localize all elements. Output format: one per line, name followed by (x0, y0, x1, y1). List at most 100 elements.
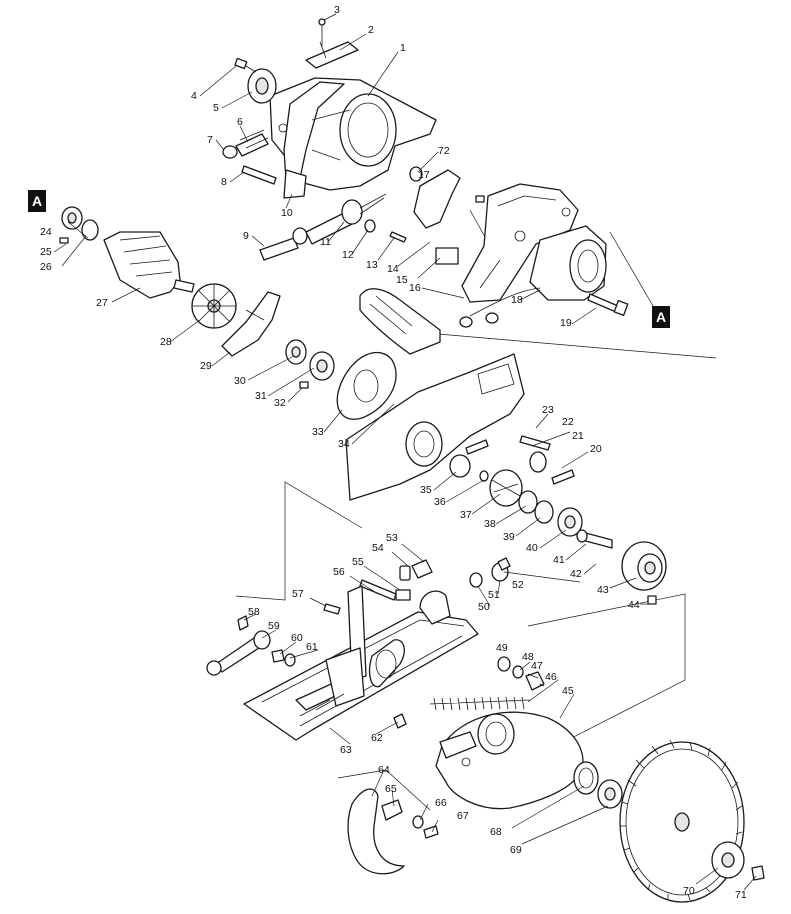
callout-61: 61 (306, 641, 318, 653)
motor-housing (269, 77, 437, 199)
callout-29: 29 (200, 360, 212, 372)
callout-65: 65 (385, 783, 397, 795)
callout-52: 52 (512, 579, 524, 591)
depth-guide-hardware (323, 557, 511, 615)
gear-train (449, 435, 583, 537)
callout-14: 14 (387, 263, 399, 275)
callout-53: 53 (386, 532, 398, 544)
cooling-fan (191, 283, 237, 329)
callout-54: 54 (372, 542, 384, 554)
callout-17: 17 (418, 169, 430, 181)
callout-43: 43 (597, 584, 609, 596)
callout-18: 18 (511, 294, 523, 306)
callout-42: 42 (570, 568, 582, 580)
callout-30: 30 (234, 375, 246, 387)
flange-holder (621, 541, 667, 605)
callout-16: 16 (409, 282, 421, 294)
callout-32: 32 (274, 397, 286, 409)
callout-2: 2 (368, 24, 374, 36)
gear-cover-ring (336, 351, 397, 420)
callout-15: 15 (396, 274, 408, 286)
callout-4: 4 (191, 90, 197, 102)
long-screw (587, 293, 629, 316)
bearing-set (285, 339, 335, 389)
callout-35: 35 (420, 484, 432, 496)
part-callouts: 1 2 3 4 5 6 7 8 9 10 11 12 13 14 15 16 1… (40, 4, 747, 901)
group-outline-lines (235, 209, 717, 811)
callout-67: 67 (457, 810, 469, 822)
callout-26: 26 (40, 261, 52, 273)
spindle (576, 529, 613, 549)
return-spring (429, 656, 545, 711)
callout-58: 58 (248, 606, 260, 618)
callout-3: 3 (334, 4, 340, 16)
callout-10: 10 (281, 207, 293, 219)
callout-34: 34 (338, 438, 350, 450)
reference-marker-left-label: A (32, 193, 42, 209)
callout-60: 60 (291, 632, 303, 644)
callout-36: 36 (434, 496, 446, 508)
callout-11: 11 (320, 236, 331, 248)
callout-13: 13 (366, 259, 378, 271)
callout-23: 23 (542, 404, 554, 416)
callout-59: 59 (268, 620, 280, 632)
safety-guard (435, 711, 584, 810)
callout-55: 55 (352, 556, 364, 568)
switch-bracket (409, 166, 485, 265)
gear-housing (345, 353, 525, 501)
callout-21: 21 (572, 430, 584, 442)
reference-marker-right: A (652, 306, 670, 328)
callout-37: 37 (460, 509, 472, 521)
armature-assembly (59, 206, 195, 299)
callout-5: 5 (213, 102, 219, 114)
callout-38: 38 (484, 518, 496, 530)
callout-72: 72 (438, 145, 450, 157)
callout-19: 19 (560, 317, 572, 329)
base-plate (243, 585, 479, 741)
callout-64: 64 (378, 764, 390, 776)
callout-57: 57 (292, 588, 304, 600)
callout-45: 45 (562, 685, 574, 697)
callout-1: 1 (400, 42, 406, 54)
callout-39: 39 (503, 531, 515, 543)
callout-40: 40 (526, 542, 538, 554)
callout-28: 28 (160, 336, 172, 348)
stator-housing (459, 183, 607, 328)
brush-holder-cap (234, 57, 277, 104)
callout-6: 6 (237, 116, 243, 128)
baffle-plate (221, 291, 281, 357)
callout-9: 9 (243, 230, 249, 242)
callout-71: 71 (735, 889, 747, 901)
outer-flange (711, 841, 765, 881)
callout-24: 24 (40, 226, 52, 238)
callout-27: 27 (96, 297, 108, 309)
callout-31: 31 (255, 390, 267, 402)
callout-12: 12 (342, 249, 354, 261)
callout-48: 48 (522, 651, 534, 663)
callout-7: 7 (207, 134, 213, 146)
reference-marker-left: A (28, 190, 46, 212)
callout-69: 69 (510, 844, 522, 856)
callout-66: 66 (435, 797, 447, 809)
callout-51: 51 (488, 589, 500, 601)
callout-33: 33 (312, 426, 324, 438)
name-plate (305, 18, 359, 69)
callout-22: 22 (562, 416, 574, 428)
callout-50: 50 (478, 601, 490, 613)
reference-marker-right-label: A (656, 309, 666, 325)
callout-8: 8 (221, 176, 227, 188)
callout-25: 25 (40, 246, 52, 258)
callout-20: 20 (590, 443, 602, 455)
handle-grip (359, 288, 441, 355)
callout-44: 44 (628, 599, 640, 611)
callout-63: 63 (340, 744, 352, 756)
carbon-brush-set (222, 129, 277, 185)
callout-68: 68 (490, 826, 502, 838)
callout-62: 62 (371, 732, 383, 744)
callout-41: 41 (553, 554, 565, 566)
callout-47: 47 (531, 660, 543, 672)
shaft-assembly (259, 193, 407, 261)
blade-retaining-parts (573, 761, 623, 809)
